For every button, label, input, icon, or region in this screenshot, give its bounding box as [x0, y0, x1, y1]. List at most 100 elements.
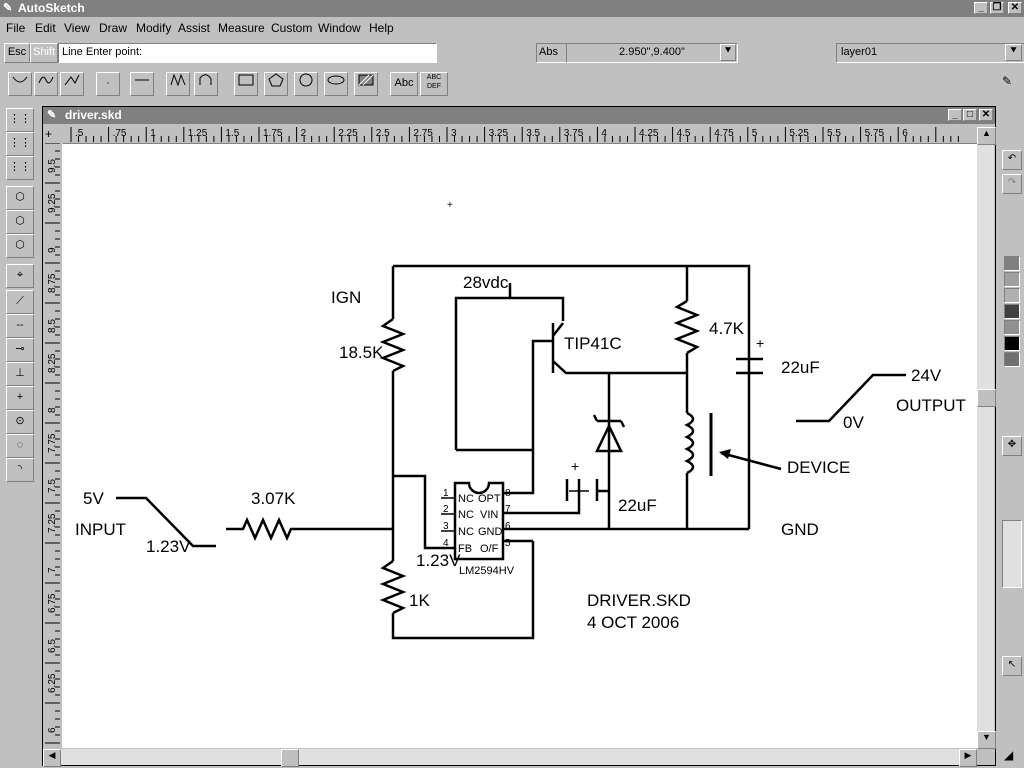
snap-center-icon[interactable]: ⊙ — [6, 410, 34, 434]
label-ic-name: LM2594HV — [459, 565, 515, 577]
color-swatch[interactable] — [1004, 288, 1020, 303]
scroll-up-icon[interactable]: ▲ — [977, 127, 996, 145]
ruler-label: 4.5 — [677, 128, 691, 139]
crosshair-cursor: + — [447, 200, 453, 211]
scroll-right-icon[interactable]: ▶ — [959, 749, 977, 767]
ruler-label: 4.75 — [714, 128, 734, 139]
shift-button[interactable]: Shift — [30, 43, 58, 63]
view-3d-front-icon[interactable]: ⬡ — [6, 210, 34, 234]
color-swatch[interactable] — [1004, 320, 1020, 335]
vruler-label: 6 — [47, 727, 58, 733]
horizontal-scroll-thumb[interactable] — [281, 749, 299, 767]
snap-point-icon[interactable]: ⌖ — [6, 264, 34, 288]
arc-icon[interactable] — [8, 72, 32, 96]
text-tool-button[interactable]: Abc — [390, 72, 418, 96]
grid-icon[interactable]: ⋮⋮ — [6, 108, 34, 132]
snap-midpoint-icon[interactable]: ‐‐ — [6, 314, 34, 338]
line-icon[interactable] — [130, 72, 154, 96]
drawing-canvas[interactable]: + IGN 18.5K 28vdc TIP41C 4.7K + 22uF 24V… — [62, 144, 977, 748]
menu-draw[interactable]: Draw — [99, 21, 128, 35]
color-swatch[interactable] — [1004, 352, 1020, 367]
minimize-button[interactable]: _ — [974, 2, 988, 14]
document-icon: ✎ — [47, 109, 57, 121]
snap-intersection-icon[interactable]: + — [6, 386, 34, 410]
snap-endpoint-icon[interactable]: ⊸ — [6, 338, 34, 362]
point-icon[interactable]: · — [96, 72, 120, 96]
ruler-label: 1.75 — [263, 128, 283, 139]
ruler-label: 5.75 — [865, 128, 885, 139]
layer-value: layer01 — [841, 46, 878, 58]
pan-icon[interactable]: ✥ — [1002, 436, 1022, 456]
select-pointer-icon[interactable]: ↖ — [1002, 656, 1022, 676]
app-title: AutoSketch — [18, 1, 85, 15]
doc-minimize-button[interactable]: _ — [948, 109, 962, 121]
menu-modify[interactable]: Modify — [136, 21, 172, 35]
snap-quadrant-icon[interactable]: ◌ — [6, 434, 34, 458]
menu-file[interactable]: File — [6, 21, 26, 35]
abs-toggle[interactable]: Abs — [536, 43, 568, 63]
menu-help[interactable]: Help — [369, 21, 394, 35]
undo-icon[interactable]: ↶ — [1002, 150, 1022, 170]
vruler-label: 7.25 — [47, 513, 58, 533]
snap-grid-icon[interactable]: ⋮⋮ — [6, 132, 34, 156]
menu-measure[interactable]: Measure — [218, 21, 265, 35]
label-file: DRIVER.SKD — [587, 591, 691, 610]
color-swatch[interactable] — [1004, 272, 1020, 287]
polyline-icon[interactable] — [166, 72, 190, 96]
circle-icon[interactable] — [294, 72, 318, 96]
freehand-icon[interactable] — [60, 72, 84, 96]
doc-maximize-button[interactable]: □ — [963, 109, 977, 121]
restore-button[interactable]: ❐ — [990, 2, 1004, 14]
ellipse-icon[interactable] — [324, 72, 348, 96]
curve-icon[interactable] — [34, 72, 58, 96]
ruler-corner-icon[interactable]: + — [45, 127, 53, 141]
ruler-label: 1.25 — [188, 128, 208, 139]
view-3d-side-icon[interactable]: ⬡ — [6, 234, 34, 258]
color-swatch[interactable] — [1004, 336, 1020, 351]
color-swatch[interactable] — [1004, 256, 1020, 271]
polyarc-icon[interactable] — [194, 72, 218, 96]
menu-custom[interactable]: Custom — [271, 21, 313, 35]
ruler-label: .5 — [75, 128, 84, 139]
ruler-label: .75 — [113, 128, 127, 139]
ortho-grid-icon[interactable]: ⋮⋮ — [6, 156, 34, 180]
menu-view[interactable]: View — [64, 21, 90, 35]
vertical-scroll-thumb[interactable] — [977, 389, 996, 407]
coords-dropdown-icon[interactable]: ⯆ — [720, 44, 736, 61]
vertical-scrollbar[interactable]: ▲ ▼ — [977, 127, 996, 749]
scroll-left-icon[interactable]: ◀ — [43, 749, 61, 767]
command-prompt[interactable]: Line Enter point: — [58, 43, 437, 63]
polygon-icon[interactable] — [264, 72, 288, 96]
doc-close-button[interactable]: ✕ — [979, 109, 993, 121]
menu-window[interactable]: Window — [318, 21, 361, 35]
horizontal-scrollbar[interactable]: ◀ ▶ — [43, 749, 977, 767]
esc-button[interactable]: Esc — [4, 43, 30, 63]
label-c-in: 22uF — [618, 496, 657, 515]
snap-tangent-icon[interactable]: ◝ — [6, 458, 34, 482]
vruler-label: 8.25 — [47, 353, 58, 373]
menu-assist[interactable]: Assist — [178, 21, 211, 35]
ic-pin-7-label: VIN — [480, 509, 498, 521]
layer-dropdown-icon[interactable]: ⯆ — [1005, 44, 1022, 61]
draw-toolbar: · Abc ABC DEF ✎ — [0, 66, 1024, 100]
hatch-icon[interactable] — [354, 72, 378, 96]
redo-icon[interactable]: ↷ — [1002, 174, 1022, 194]
pencil-icon[interactable]: ✎ — [1002, 74, 1013, 88]
zoom-slider[interactable] — [1002, 520, 1022, 588]
color-swatch[interactable] — [1004, 304, 1020, 319]
snap-perpendicular-icon[interactable]: ⊥ — [6, 362, 34, 386]
snap-line-icon[interactable]: ⟋ — [6, 290, 34, 314]
label-r-4-7k: 4.7K — [709, 319, 745, 338]
scroll-down-icon[interactable]: ▼ — [977, 731, 996, 749]
ic-pin-5-label: O/F — [480, 543, 499, 555]
menu-edit[interactable]: Edit — [35, 21, 56, 35]
close-button[interactable]: ✕ — [1008, 2, 1022, 14]
ic-pin-num-4: 4 — [443, 538, 449, 549]
view-3d-icon[interactable]: ⬡ — [6, 186, 34, 210]
layer-select[interactable]: layer01 — [836, 43, 1024, 63]
attribute-tool-button[interactable]: ABC DEF — [420, 72, 448, 96]
rectangle-icon[interactable] — [234, 72, 258, 96]
label-output: OUTPUT — [896, 396, 966, 415]
resize-grip-icon[interactable]: ◢ — [1004, 748, 1014, 762]
